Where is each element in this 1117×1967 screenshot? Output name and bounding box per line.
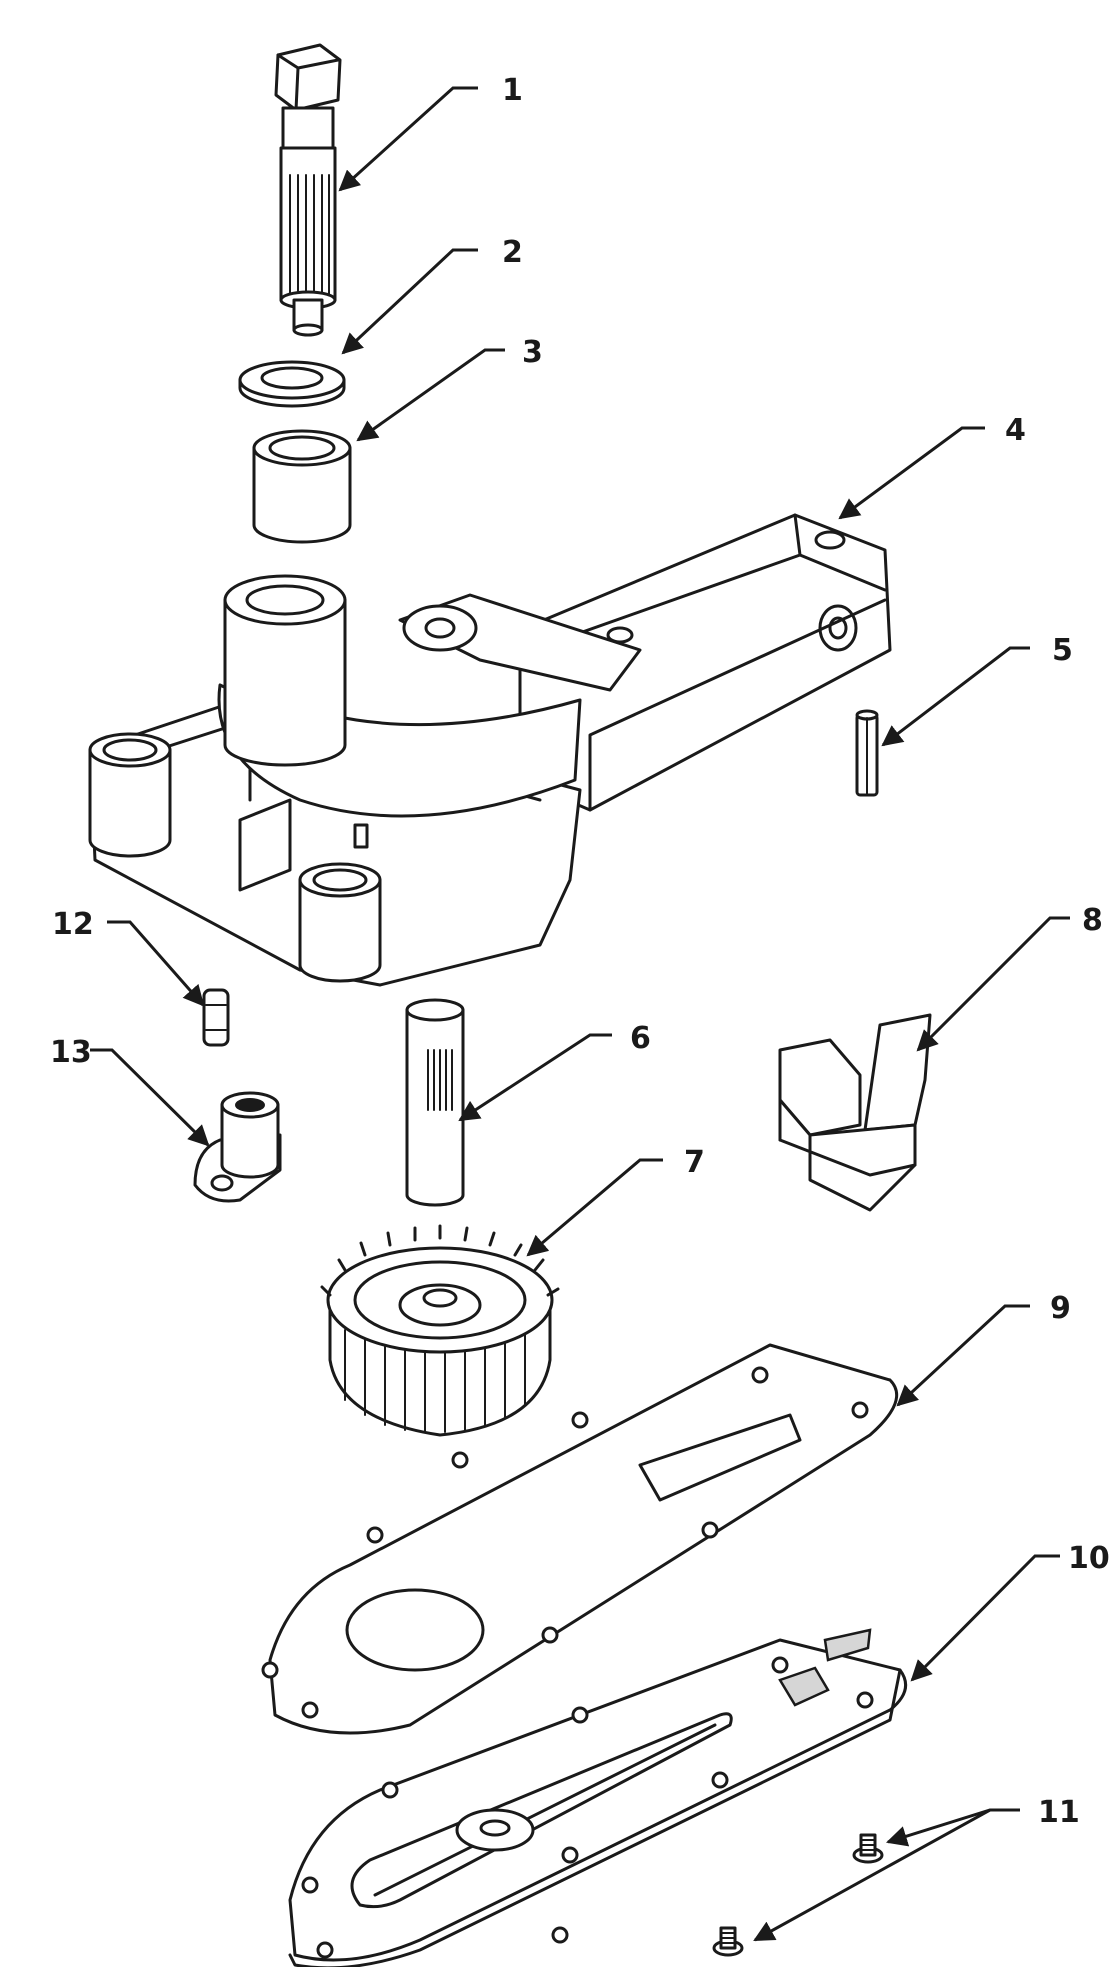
part-12-dowel-pin <box>202 988 230 1047</box>
label-7: 7 <box>684 1145 705 1180</box>
screw-upper <box>852 1833 884 1864</box>
label-4: 4 <box>1005 413 1026 448</box>
label-11: 11 <box>1038 1795 1080 1830</box>
label-8: 8 <box>1082 903 1103 938</box>
part-10-cover-plate <box>288 1628 908 1967</box>
screw-lower <box>712 1926 744 1957</box>
part-6-splined-pin <box>405 998 465 1207</box>
label-9: 9 <box>1050 1291 1071 1326</box>
part-4-gear-housing <box>88 513 892 987</box>
label-12: 12 <box>52 907 94 942</box>
label-6: 6 <box>630 1021 651 1056</box>
part-9-gasket <box>261 1343 899 1735</box>
part-2-washer <box>238 360 346 408</box>
label-5: 5 <box>1052 633 1073 668</box>
part-5-roll-pin <box>855 709 879 797</box>
leader-lines <box>90 86 1070 1942</box>
label-1: 1 <box>502 73 523 108</box>
part-8-u-clip <box>778 1013 932 1212</box>
label-3: 3 <box>522 335 543 370</box>
part-3-bushing <box>252 429 352 544</box>
label-13: 13 <box>50 1035 92 1070</box>
part-1-splined-shaft <box>274 43 342 337</box>
part-13-bracket <box>193 1091 282 1203</box>
part-number-labels: 1 2 3 4 5 12 8 13 6 7 9 10 11 <box>50 73 1110 1830</box>
label-10: 10 <box>1068 1541 1110 1576</box>
part-7-spur-gear <box>320 1224 560 1437</box>
label-2: 2 <box>502 235 523 270</box>
part-11-screws <box>712 1833 884 1957</box>
